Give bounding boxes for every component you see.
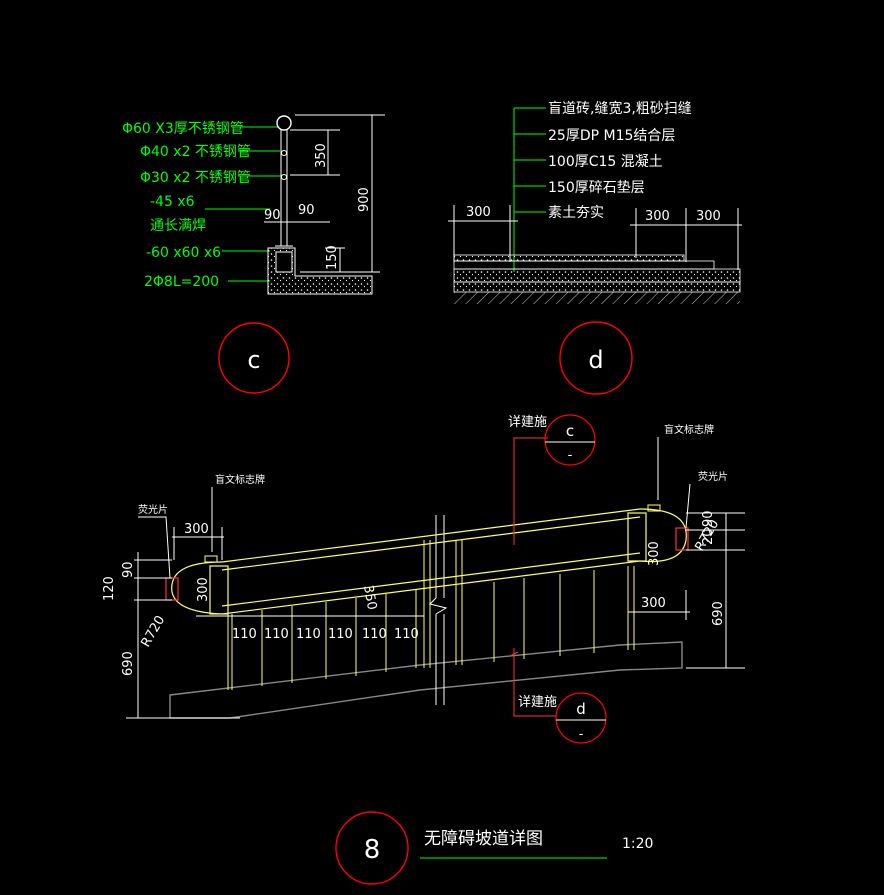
- drawing-scale: 1:20: [622, 836, 653, 852]
- break-line: [429, 515, 448, 705]
- base-plate-c: [275, 251, 293, 273]
- ref-bubble-bottom: [555, 692, 607, 744]
- ramp-elevation: 300 300 120 90 690 R720 350 110 110 110 …: [102, 414, 745, 744]
- label-see-arch-top: 详建施: [508, 415, 547, 430]
- leaders-elev-right: [657, 437, 691, 529]
- dim-elev-h300-right: 300: [641, 596, 666, 611]
- ref-bubble-top-sheet: -: [568, 448, 573, 463]
- dim-c-900: 900: [357, 187, 372, 212]
- dim-c-90b: 90: [298, 203, 315, 218]
- dim-elev-right20: 20: [701, 528, 716, 545]
- ref-bubble-top: [544, 414, 596, 466]
- dims-elev-right: [628, 512, 745, 669]
- dim-c-90a: 90: [264, 208, 281, 223]
- label-c-weld: 通长满焊: [150, 218, 206, 234]
- concrete-layer: [453, 268, 741, 283]
- title-number: 8: [364, 835, 381, 865]
- reflector-strip-right: [675, 527, 689, 551]
- footing-c: [267, 247, 373, 295]
- gravel-layer: [453, 281, 741, 293]
- leaders-elev-left: [138, 487, 213, 579]
- leader-ref-top: [513, 437, 548, 545]
- leader-lines-d: [513, 107, 546, 272]
- detail-c: Φ60 X3厚不锈钢管 Φ40 x2 不锈钢管 Φ30 x2 不锈钢管 -45 …: [122, 114, 385, 394]
- label-c-plate45: -45 x6: [150, 194, 195, 210]
- dim-bay-1: 110: [232, 627, 257, 642]
- dim-c-350: 350: [314, 143, 329, 168]
- leader-ref-bottom: [509, 648, 556, 717]
- label-c-plate60: -60 x60 x6: [146, 245, 221, 261]
- dim-elev-left120: 120: [102, 576, 117, 601]
- leader-lines-c: [205, 126, 282, 282]
- title-block: 8 无障碍坡道详图 1:20: [335, 811, 653, 885]
- detail-bubble-c-letter: c: [247, 346, 260, 374]
- label-c-pipe40: Φ40 x2 不锈钢管: [140, 144, 251, 160]
- dims-d: [448, 205, 742, 270]
- dims-c: [264, 114, 385, 273]
- handrail-pipe-section: [276, 115, 292, 131]
- label-c-pipe30: Φ30 x2 不锈钢管: [140, 170, 251, 186]
- dim-elev-350: 350: [360, 584, 379, 611]
- title-number-bubble: [335, 811, 409, 885]
- dims-elev-left: [126, 527, 424, 719]
- balusters: [227, 540, 635, 690]
- label-braille-right: 盲文标志牌: [664, 423, 714, 436]
- mortar-layer: [453, 260, 715, 270]
- dim-d-right300b: 300: [696, 209, 721, 224]
- dim-elev-r720-right: R720: [692, 517, 722, 554]
- detail-bubble-d: [559, 321, 633, 395]
- label-reflector-left: 荧光片: [138, 503, 168, 516]
- layer-d-4: 150厚碎石垫层: [548, 180, 645, 196]
- dim-c-150: 150: [325, 245, 340, 270]
- detail-bubble-c: [218, 322, 290, 394]
- dim-d-right300a: 300: [645, 209, 670, 224]
- dim-elev-v300-left: 300: [196, 577, 211, 602]
- braille-plate-left: [204, 555, 218, 563]
- dim-elev-left90: 90: [121, 561, 136, 578]
- label-braille-left: 盲文标志牌: [215, 473, 265, 486]
- ref-bubble-bottom-letter: d: [576, 700, 586, 718]
- drawing-title: 无障碍坡道详图: [424, 829, 543, 849]
- label-c-anchor: 2Φ8L=200: [144, 274, 219, 290]
- ref-bubble-top-letter: c: [566, 422, 574, 440]
- label-c-pipe60: Φ60 X3厚不锈钢管: [122, 121, 244, 137]
- layer-d-2: 25厚DP M15结合层: [548, 128, 675, 144]
- detail-d: 盲道砖,缝宽3,粗砂扫缝 25厚DP M15结合层 100厚C15 混凝土 15…: [448, 100, 742, 395]
- compacted-soil: [454, 292, 740, 304]
- tactile-paving-layer: [453, 254, 685, 262]
- label-reflector-right: 荧光片: [698, 470, 728, 483]
- dim-elev-r720-left: R720: [138, 613, 168, 650]
- dim-bay-5: 110: [362, 627, 387, 642]
- label-see-arch-bottom: 详建施: [518, 695, 557, 710]
- dim-bay-2: 110: [264, 627, 289, 642]
- layer-d-5: 素土夯实: [548, 205, 604, 221]
- detail-bubble-d-letter: d: [588, 346, 603, 374]
- dim-bay-3: 110: [296, 627, 321, 642]
- layer-d-1: 盲道砖,缝宽3,粗砂扫缝: [548, 100, 692, 117]
- dim-elev-right90: 90: [701, 510, 716, 527]
- dim-elev-v300-right: 300: [647, 541, 662, 566]
- braille-plate-right: [647, 504, 661, 512]
- post-c: [275, 130, 293, 247]
- ref-bubble-bottom-sheet: -: [579, 727, 584, 742]
- handrails: [171, 508, 687, 615]
- layer-d-3: 100厚C15 混凝土: [548, 154, 663, 170]
- dim-elev-right690: 690: [711, 601, 726, 626]
- dim-d-left300: 300: [466, 205, 491, 220]
- dim-bay-4: 110: [328, 627, 353, 642]
- ramp-surface: [169, 641, 683, 719]
- dim-elev-left690: 690: [121, 651, 136, 676]
- dim-bay-6: 110: [394, 627, 419, 642]
- dim-elev-top300-left: 300: [184, 522, 209, 537]
